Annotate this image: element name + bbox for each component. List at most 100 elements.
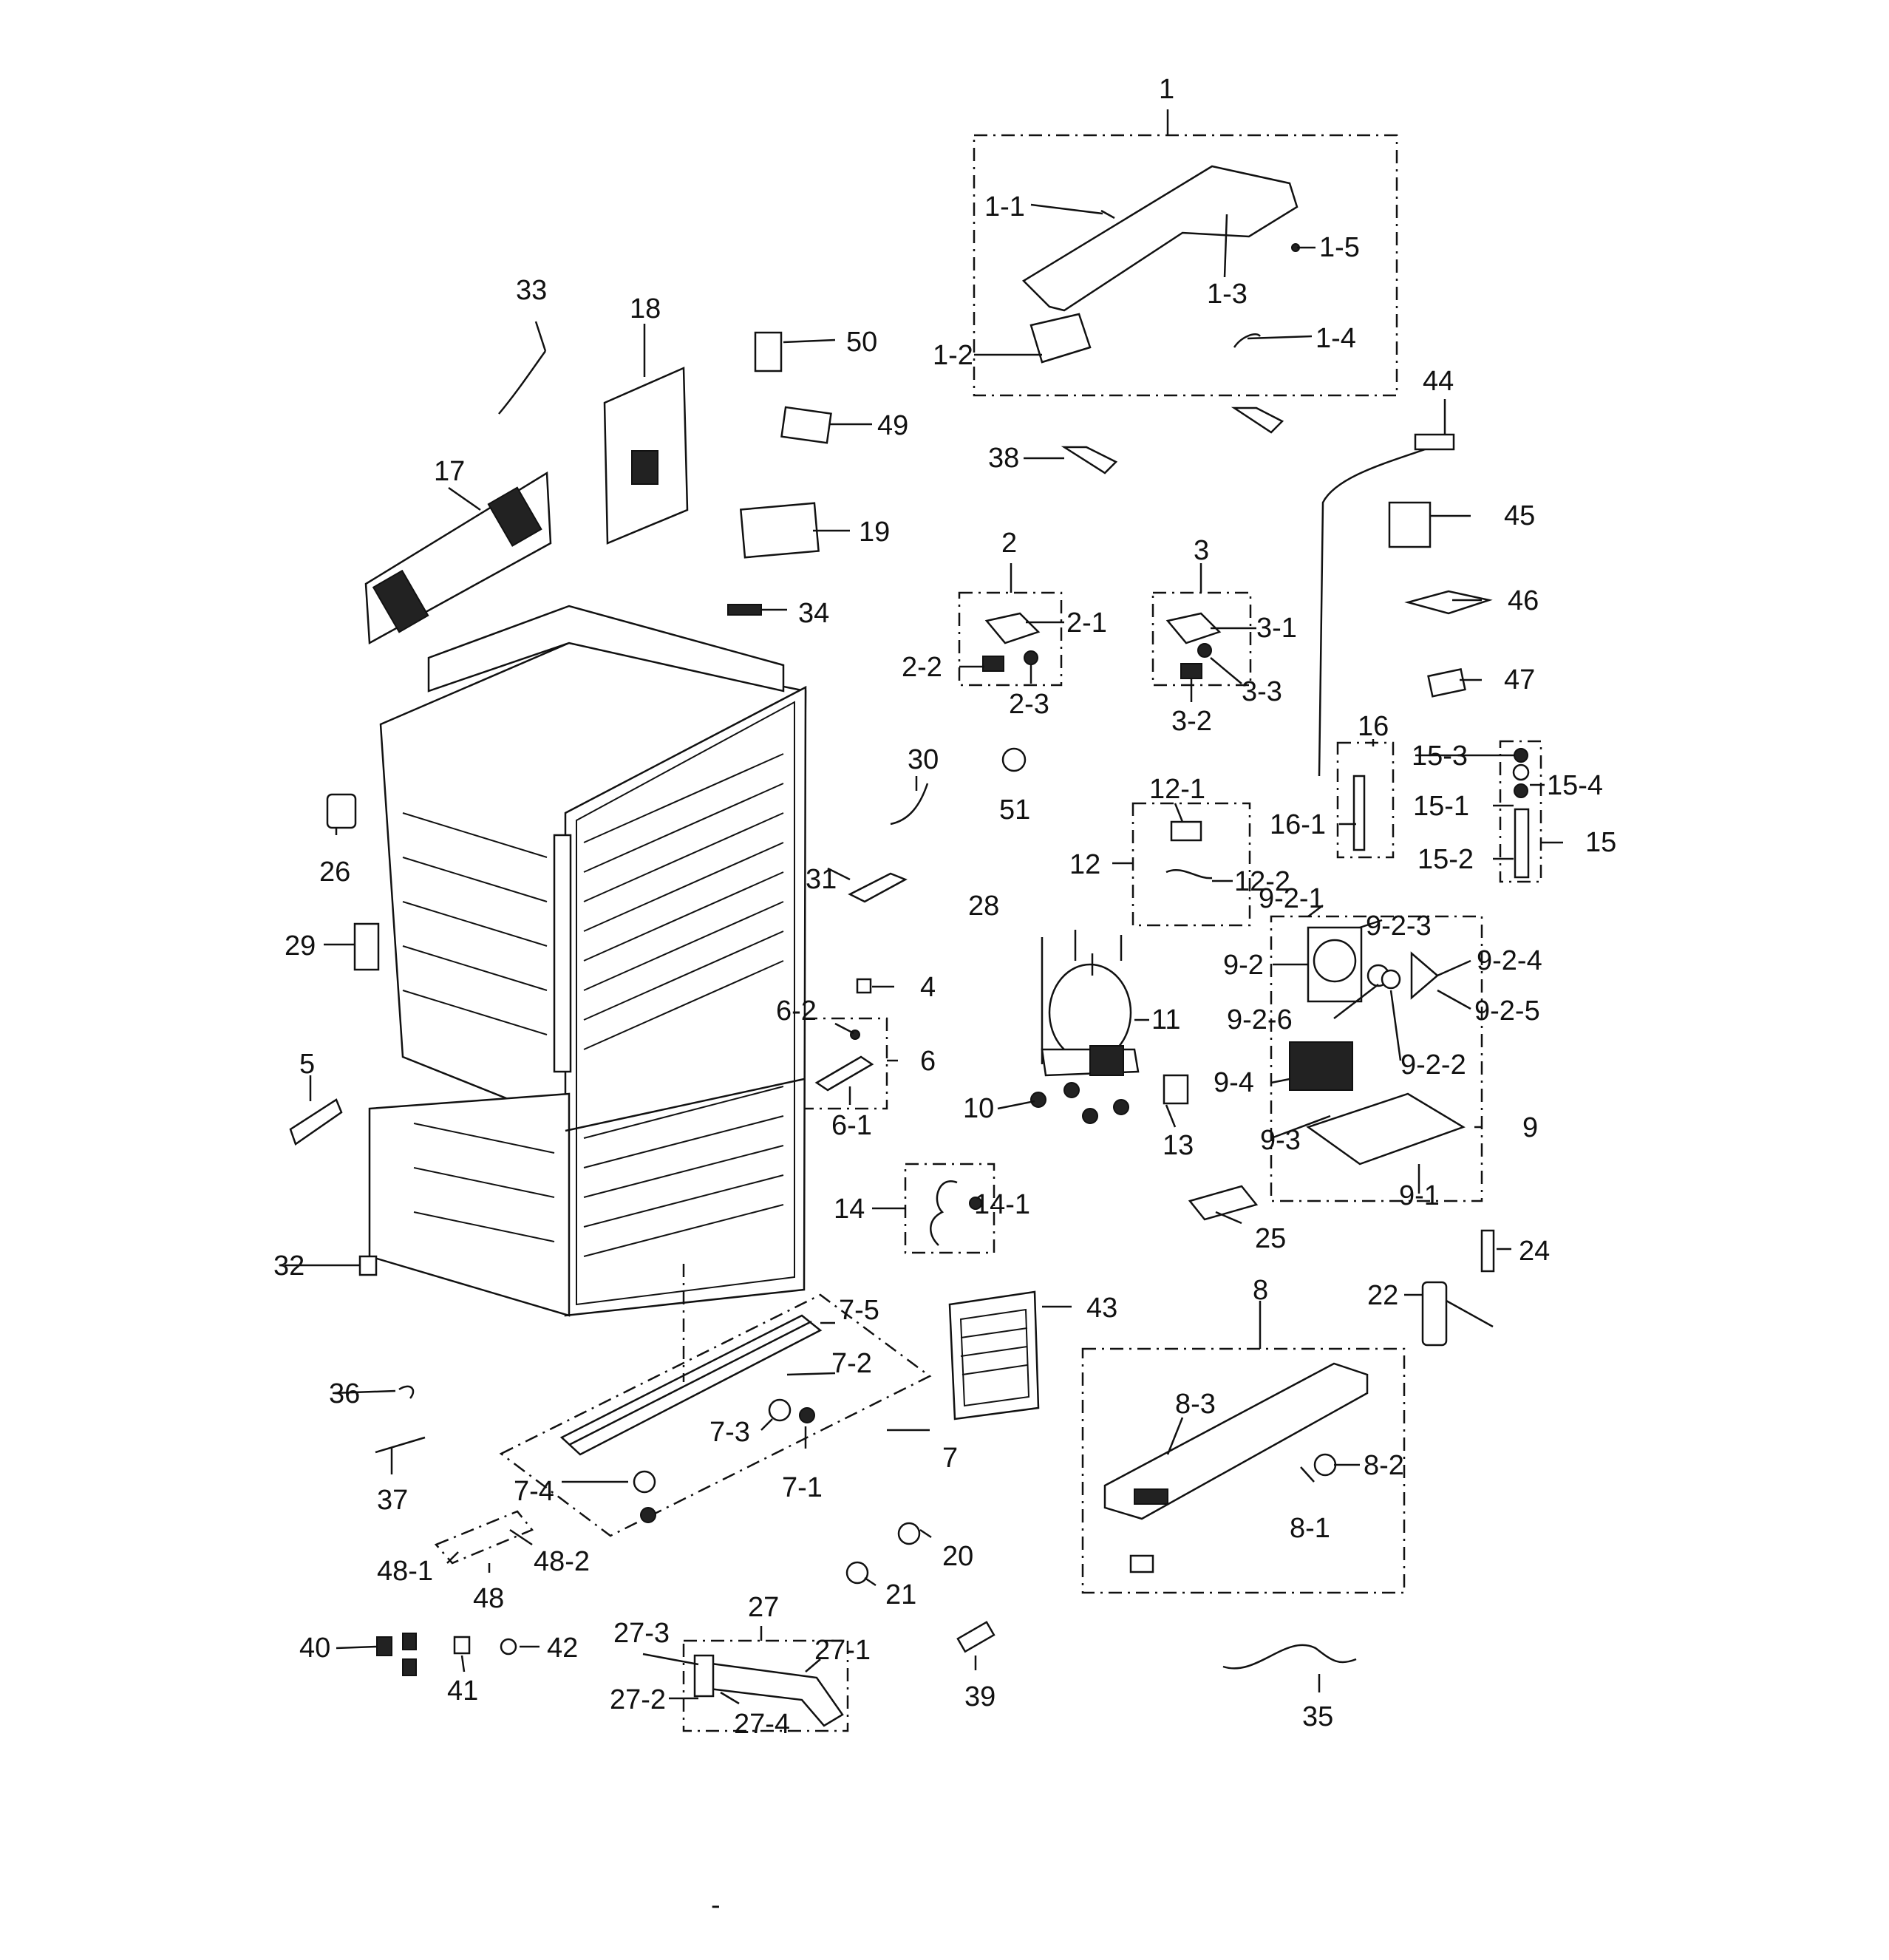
label-16: 16 — [1358, 711, 1389, 742]
label-8: 8 — [1253, 1275, 1268, 1306]
label-48: 48 — [473, 1583, 504, 1614]
label-7-4: 7-4 — [514, 1476, 554, 1507]
part-7-rail — [559, 1314, 823, 1523]
label-13: 13 — [1163, 1130, 1194, 1161]
part-29-bracket — [353, 922, 380, 971]
label-38: 38 — [988, 443, 1019, 474]
part-19-pcb — [739, 502, 820, 559]
part-16-1-rod — [1352, 775, 1366, 851]
part-11-compressor — [1041, 963, 1140, 1077]
group-box-2 — [958, 591, 1063, 687]
part-24-tube — [1480, 1229, 1495, 1273]
part-39-fitting — [956, 1621, 995, 1653]
part-36-clip — [398, 1385, 415, 1399]
label-3: 3 — [1194, 535, 1209, 566]
group-box-1 — [973, 134, 1398, 397]
part-45-housing — [1388, 501, 1432, 548]
part-2-3 — [1024, 650, 1038, 665]
label-14: 14 — [834, 1194, 865, 1225]
label-44: 44 — [1423, 366, 1454, 397]
part-46-plate — [1404, 590, 1493, 615]
footer-mark: - — [711, 1890, 721, 1921]
label-6-1: 6-1 — [831, 1110, 872, 1141]
label-27-4: 27-4 — [734, 1709, 790, 1740]
part-21-roller — [845, 1561, 869, 1585]
label-46: 46 — [1508, 585, 1539, 616]
label-34: 34 — [798, 598, 829, 629]
label-2-3: 2-3 — [1009, 689, 1049, 720]
label-26: 26 — [319, 857, 350, 888]
label-9-2: 9-2 — [1223, 950, 1264, 981]
part-43-grille — [948, 1290, 1040, 1420]
part-9-assembly — [1289, 926, 1466, 1166]
part-15-4 — [1512, 763, 1530, 781]
part-47-clip — [1427, 668, 1466, 698]
label-1-3: 1-3 — [1207, 279, 1248, 310]
label-30: 30 — [908, 744, 939, 775]
part-38-bracket — [1061, 446, 1118, 474]
part-5-bracket — [289, 1098, 343, 1146]
group-box-7 — [499, 1293, 932, 1537]
label-21: 21 — [885, 1579, 916, 1610]
label-27-1: 27-1 — [814, 1635, 871, 1666]
group-box-8 — [1081, 1347, 1406, 1594]
label-25: 25 — [1255, 1223, 1286, 1254]
part-3-3 — [1197, 643, 1212, 658]
label-35: 35 — [1302, 1701, 1333, 1732]
label-8-1: 8-1 — [1290, 1513, 1330, 1544]
part-22-filter — [1421, 1281, 1494, 1347]
group-box-9 — [1270, 915, 1483, 1202]
part-32-clip — [358, 1255, 378, 1276]
group-box-12 — [1131, 802, 1251, 927]
label-33: 33 — [516, 275, 547, 306]
part-35-wire — [1222, 1644, 1357, 1670]
label-42: 42 — [547, 1633, 578, 1664]
label-9-2-4: 9-2-4 — [1477, 945, 1542, 976]
part-42-cap — [500, 1638, 517, 1656]
label-15-2: 15-2 — [1417, 844, 1474, 875]
part-2-2 — [982, 656, 1004, 672]
label-8-3: 8-3 — [1175, 1389, 1216, 1420]
label-50: 50 — [846, 327, 877, 358]
label-3-3: 3-3 — [1242, 676, 1282, 707]
label-4: 4 — [920, 972, 936, 1003]
label-7-3: 7-3 — [709, 1417, 750, 1448]
label-1-4: 1-4 — [1316, 323, 1356, 354]
label-9-3: 9-3 — [1260, 1125, 1301, 1156]
label-36: 36 — [329, 1378, 360, 1409]
label-17: 17 — [434, 456, 465, 487]
part-17-rear-panel — [364, 471, 552, 645]
part-15-1 — [1514, 783, 1528, 798]
part-41-clip — [453, 1636, 471, 1655]
part-4-cap — [856, 978, 872, 994]
part-8-2 — [1313, 1453, 1337, 1477]
label-27-3: 27-3 — [613, 1618, 670, 1649]
part-18-cover — [603, 367, 689, 545]
label-2: 2 — [1001, 528, 1017, 559]
label-3-2: 3-2 — [1171, 706, 1212, 737]
label-49: 49 — [877, 410, 908, 441]
part-15-3 — [1514, 748, 1528, 763]
part-7-3 — [768, 1398, 792, 1422]
label-9-2-3: 9-2-3 — [1366, 911, 1432, 942]
part-50-pcb — [754, 331, 783, 372]
label-11: 11 — [1151, 1004, 1180, 1035]
label-9-2-1: 9-2-1 — [1259, 883, 1324, 914]
label-6-2: 6-2 — [776, 996, 817, 1027]
part-34-clip — [727, 604, 762, 616]
part-31-bracket — [848, 872, 908, 903]
label-2-2: 2-2 — [902, 652, 942, 683]
part-3-1-hinge — [1165, 612, 1222, 644]
part-14-hose — [930, 1180, 958, 1246]
label-9-2-6: 9-2-6 — [1227, 1004, 1293, 1035]
label-32: 32 — [273, 1250, 304, 1282]
label-48-1: 48-1 — [377, 1556, 433, 1587]
part-12-2-harness — [1165, 868, 1213, 879]
part-30-wire — [890, 783, 929, 826]
label-51: 51 — [999, 794, 1030, 826]
label-15-4: 15-4 — [1547, 770, 1603, 801]
label-1-5: 1-5 — [1319, 232, 1360, 263]
group-box-15 — [1499, 740, 1542, 883]
part-25-heater — [1188, 1185, 1259, 1221]
